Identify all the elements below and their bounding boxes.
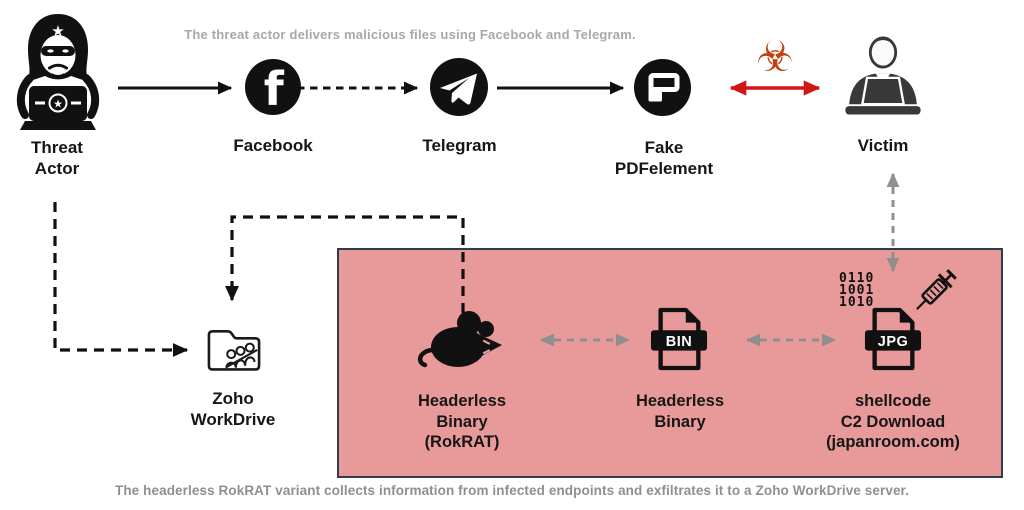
pdfelement-logo-icon — [648, 73, 680, 102]
top-caption: The threat actor delivers malicious file… — [184, 27, 636, 42]
shellcode-label: shellcode C2 Download (japanroom.com) — [826, 392, 960, 451]
telegram-label: Telegram — [422, 136, 497, 155]
facebook-label: Facebook — [233, 136, 313, 155]
hood-star-icon: ★ — [51, 23, 64, 40]
bin-file-icon: BIN — [650, 307, 708, 371]
facebook-icon: f — [245, 59, 301, 115]
victim-label: Victim — [857, 136, 909, 155]
rokrat-label: Headerless Binary (RokRAT) — [417, 392, 507, 451]
pdfelement-label: Fake PDFelement — [614, 138, 714, 178]
syringe-icon — [916, 269, 957, 310]
threat-actor-label: Threat Actor — [31, 138, 83, 178]
laptop-star-icon: ★ — [53, 99, 63, 111]
headerless-binary-label: Headerless Binary — [635, 392, 725, 431]
telegram-plane-icon — [440, 73, 477, 105]
zoho-workdrive-label: Zoho WorkDrive — [190, 389, 276, 429]
victim-icon — [845, 36, 921, 115]
zoho-workdrive-icon — [207, 330, 261, 371]
binary-digits: 0110 1001 1010 — [839, 271, 875, 310]
arrow-threat-to-zoho — [53, 202, 189, 357]
bottom-caption: The headerless RokRAT variant collects i… — [114, 483, 910, 498]
biohazard-icon: ☣ — [756, 32, 794, 81]
rokrat-rat-icon — [417, 311, 502, 368]
jpg-file-icon: JPG — [864, 307, 922, 371]
threat-actor-icon: ★ ★ — [16, 14, 100, 130]
jpg-badge: JPG — [878, 334, 908, 350]
facebook-f-glyph: f — [263, 62, 284, 115]
bin-badge: BIN — [666, 334, 692, 350]
